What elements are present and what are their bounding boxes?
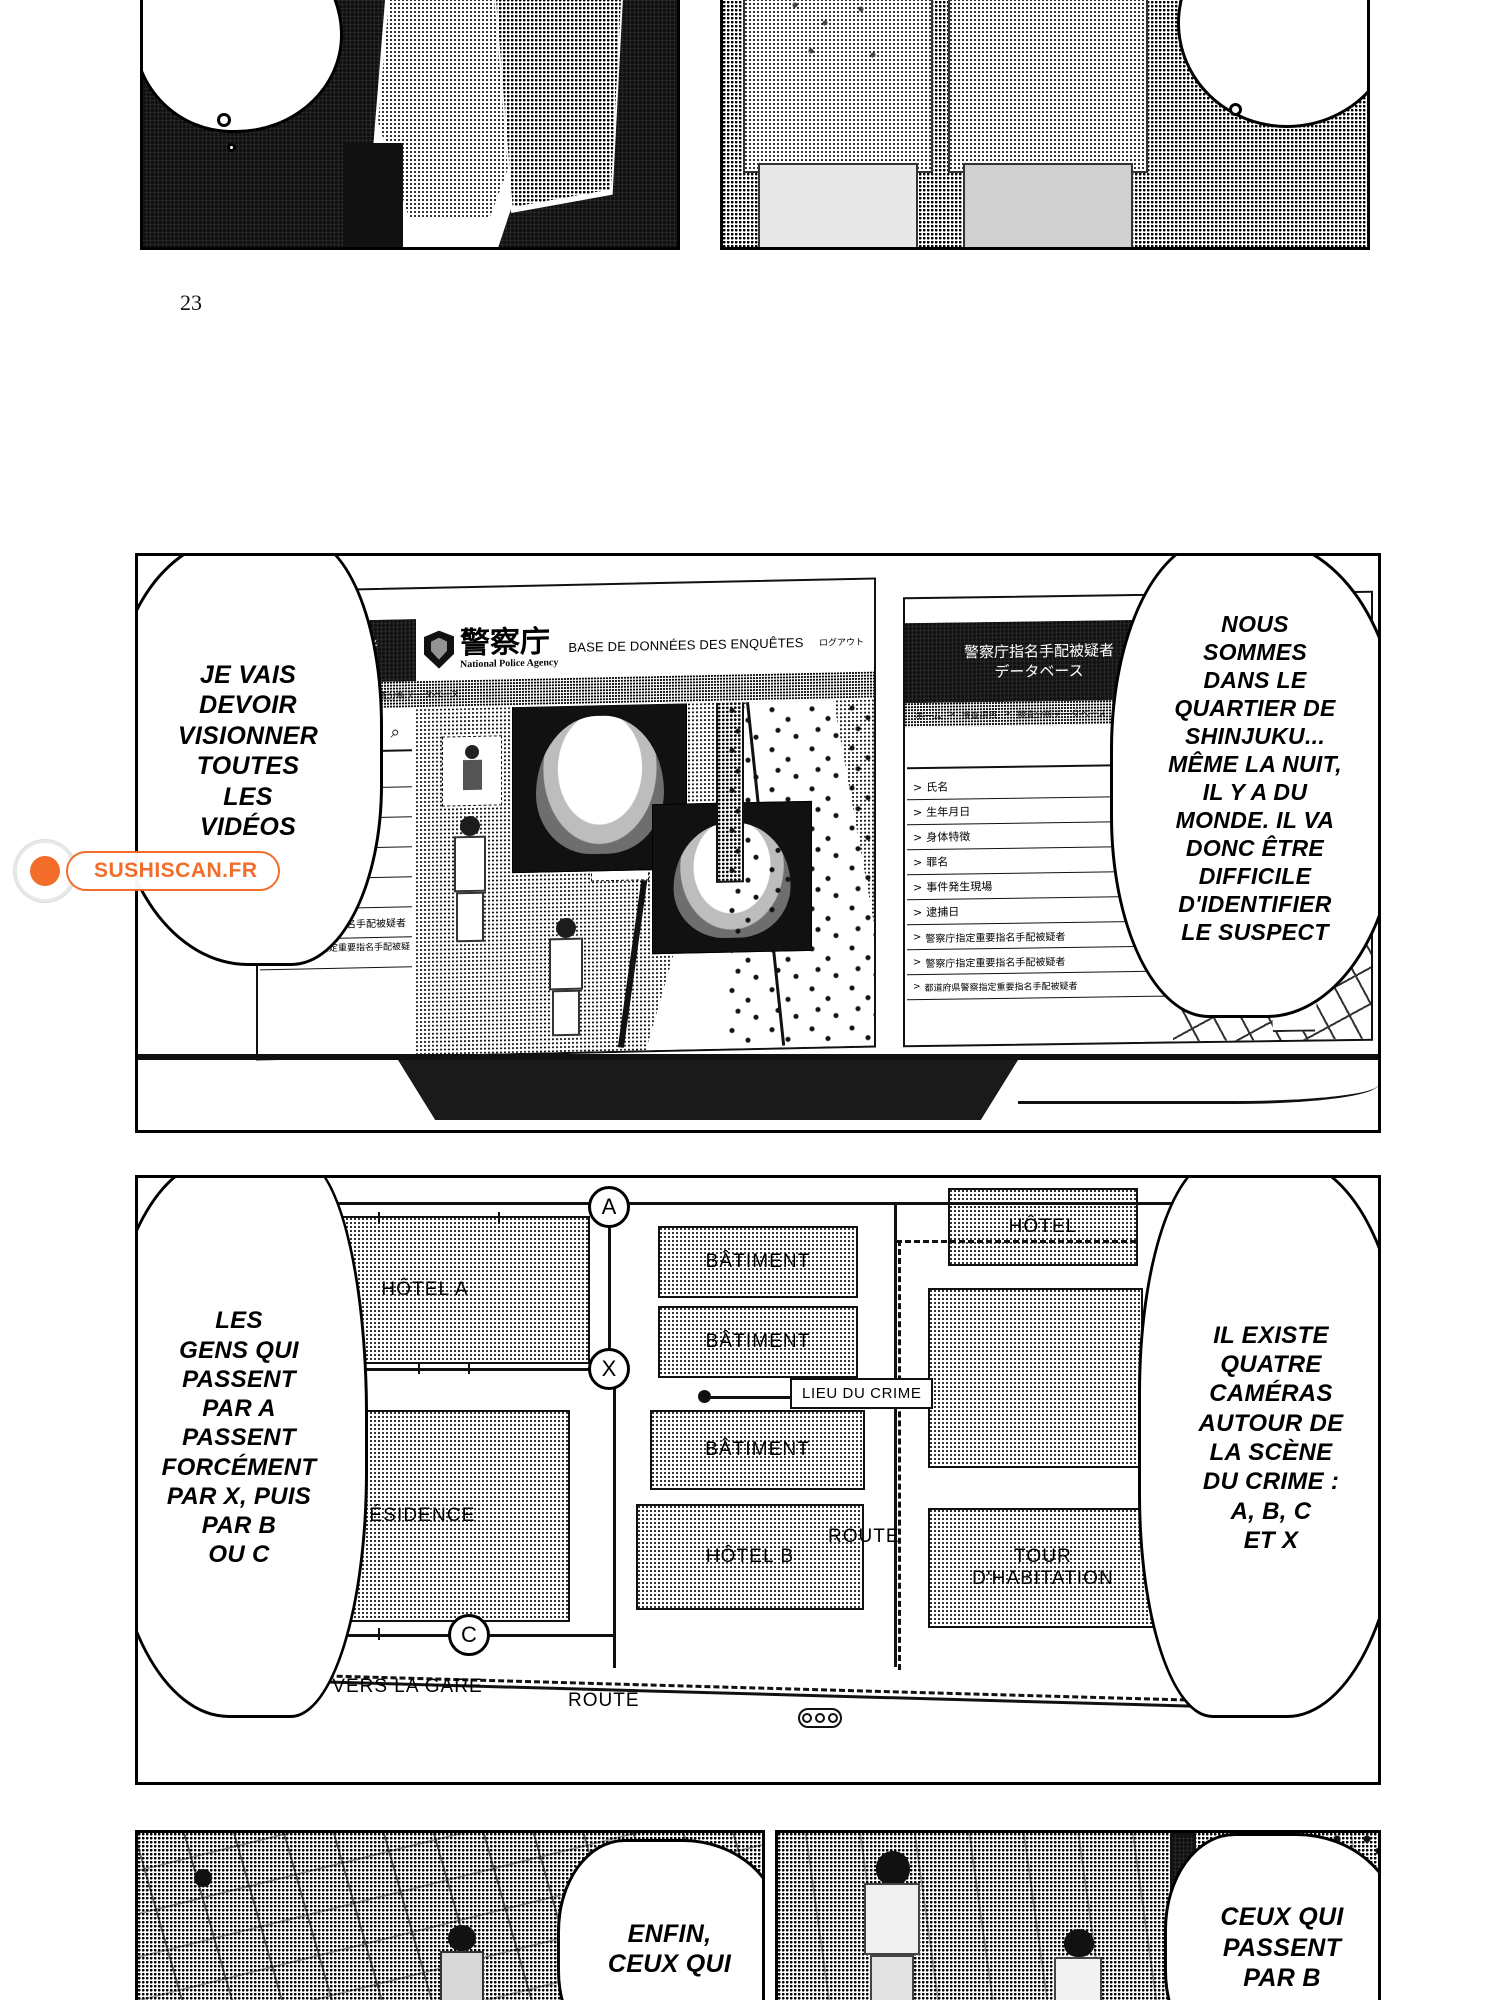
breadcrumb-item-1[interactable]: 捜査項目: [961, 710, 998, 721]
panel-street-right: CEUX QUI PASSENT PAR B: [775, 1830, 1381, 2000]
balloon-shinjuku: NOUS SOMMES DANS LE QUARTIER DE SHINJUKU…: [1110, 556, 1378, 1018]
traffic-light-icon: [798, 1708, 842, 1728]
page-number: 23: [180, 290, 202, 315]
search-icon: ⌕: [390, 722, 400, 743]
label-route-center: ROUTE: [828, 1526, 900, 1547]
list-item-label: 生年月日: [926, 805, 971, 819]
balloon-text: IL EXISTE QUATRE CAMÉRAS AUTOUR DE LA SC…: [1198, 1321, 1344, 1554]
agency-en-left: National Police Agency: [460, 656, 559, 670]
panel-street-left: ENFIN, CEUX QUI: [135, 1830, 765, 2000]
camera-label: X: [601, 1356, 617, 1381]
list-item-label: 氏名: [926, 780, 949, 794]
camera-label: A: [601, 1194, 617, 1219]
balloon-quatre-cameras: IL EXISTE QUATRE CAMÉRAS AUTOUR DE LA SC…: [1138, 1178, 1378, 1718]
chevron-right-icon: >: [913, 805, 923, 819]
balloon-text: ENFIN, CEUX QUI: [607, 1919, 732, 1979]
camera-label: C: [461, 1622, 477, 1647]
chevron-right-icon: >: [913, 830, 923, 844]
breadcrumb-sep-2: >: [1003, 708, 1011, 719]
balloon-passage-par-a: LES GENS QUI PASSENT PAR A PASSENT FORCÉ…: [138, 1178, 368, 1718]
balloon-text: LES GENS QUI PASSENT PAR A PASSENT FORCÉ…: [161, 1307, 317, 1569]
block-label: TOUR D'HABITATION: [972, 1546, 1114, 1589]
watermark-sushiscan: SUSHISCAN.FR: [14, 840, 280, 902]
road-vertical-x: [608, 1202, 611, 1372]
camera-marker-x[interactable]: X: [588, 1348, 630, 1390]
map-block-tour-habitation: TOUR D'HABITATION: [928, 1508, 1158, 1628]
map-block-unlabeled-right: [928, 1288, 1143, 1468]
chevron-right-icon: >: [913, 982, 921, 993]
screen-header-left: 警察庁 National Police Agency BASE DE DONNÉ…: [416, 609, 874, 682]
label-vers-la-gare: ← VERS LA GARE: [306, 1676, 483, 1697]
map-block-batiment-3: BÂTIMENT: [650, 1410, 865, 1490]
map-block-batiment-2: BÂTIMENT: [658, 1306, 858, 1378]
list-item-label: 逮捕日: [926, 905, 960, 919]
chevron-right-icon: >: [913, 780, 923, 794]
road-horizontal-b: [258, 1368, 614, 1371]
list-item-label: 都道府県警察指定重要指名手配被疑者: [924, 981, 1078, 994]
list-item[interactable]: > 警察庁指定重要指名手配被疑者: [907, 946, 1169, 976]
list-item-label: 罪名: [926, 855, 949, 869]
map-block-hotel-b: HÔTEL B: [636, 1504, 864, 1610]
camera-marker-c[interactable]: C: [448, 1614, 490, 1656]
logout-link[interactable]: ログアウト: [818, 637, 864, 649]
breadcrumb-item-0[interactable]: ホーム: [915, 711, 942, 722]
block-label: HÔTEL: [1008, 1216, 1078, 1237]
block-label: HÔTEL A: [381, 1279, 469, 1300]
list-item-label: 警察庁指定重要指名手配被疑者: [925, 956, 1066, 970]
chevron-right-icon: >: [913, 905, 923, 919]
crime-scene-tag: LIEU DU CRIME: [790, 1378, 934, 1409]
balloon-enfin-ceux-qui: ENFIN, CEUX QUI: [557, 1839, 762, 2000]
block-label: HÔTEL B: [705, 1546, 795, 1567]
top-panel-right: [720, 0, 1370, 250]
panel-crime-map: HÔTEL A RÉSIDENCE BÂTIMENT BÂTIMENT BÂTI…: [135, 1175, 1381, 1785]
panel-police-database: 指名手配被疑者 警察庁 National Police Agency BASE …: [135, 553, 1381, 1133]
police-badge-icon: [424, 630, 454, 669]
chevron-right-icon: >: [913, 880, 923, 894]
watermark-label: SUSHISCAN.FR: [66, 851, 280, 891]
balloon-visionner-videos: JE VAIS DEVOIR VISIONNER TOUTES LES VIDÉ…: [138, 556, 383, 966]
list-item[interactable]: > 都道府県警察指定重要指名手配被疑者: [907, 971, 1169, 1001]
watermark-logo-icon: [14, 840, 76, 902]
map-block-hotel: HÔTEL: [948, 1188, 1138, 1266]
balloon-text: CEUX QUI PASSENT PAR B: [1220, 1903, 1344, 1993]
db-title-left: BASE DE DONNÉES DES ENQUÊTES: [568, 634, 804, 655]
block-label: RÉSIDENCE: [354, 1505, 476, 1526]
chevron-right-icon: >: [913, 931, 922, 943]
chevron-right-icon: >: [913, 855, 923, 869]
road-horizontal-top: [238, 1202, 1258, 1205]
block-label: BÂTIMENT: [705, 1331, 811, 1352]
label-route-bottom: ROUTE: [568, 1690, 640, 1711]
chevron-right-icon: >: [913, 956, 922, 968]
boundary-dashed-top: [896, 1240, 1136, 1243]
map-block-batiment-1: BÂTIMENT: [658, 1226, 858, 1298]
top-panel-left: [140, 0, 680, 250]
crime-scene-connector: [710, 1396, 792, 1399]
road-vertical-center: [613, 1368, 616, 1668]
agency-kanji-left: 警察庁: [460, 623, 550, 661]
block-label: BÂTIMENT: [705, 1251, 811, 1272]
breadcrumb-item-2[interactable]: 捜査分析データベース: [1016, 708, 1107, 721]
balloon-text: NOUS SOMMES DANS LE QUARTIER DE SHINJUKU…: [1168, 610, 1342, 946]
breadcrumb-sep: >: [947, 709, 956, 720]
balloon-ceux-qui-passent-par-b: CEUX QUI PASSENT PAR B: [1164, 1833, 1378, 2000]
camera-marker-a[interactable]: A: [588, 1186, 630, 1228]
list-item-label: 事件発生現場: [926, 880, 993, 894]
balloon-text: JE VAIS DEVOIR VISIONNER TOUTES LES VIDÉ…: [177, 660, 319, 842]
road-horizontal-c: [258, 1634, 614, 1637]
road-vertical-right: [894, 1202, 897, 1667]
breadcrumb-item-2[interactable]: 捜査分析データベース: [369, 689, 460, 702]
list-item-label: 警察庁指定重要指名手配被疑者: [925, 931, 1066, 945]
list-item-label: 身体特徴: [926, 830, 971, 844]
block-label: BÂTIMENT: [705, 1439, 810, 1460]
crime-scene-dot: [698, 1390, 711, 1403]
boundary-dashed-vertical: [898, 1240, 901, 1670]
evidence-viewport-left: [416, 699, 874, 1056]
banner-text-right: 警察庁指名手配被疑者 データベース: [963, 641, 1114, 682]
suspect-thumb-1[interactable]: [442, 735, 502, 807]
